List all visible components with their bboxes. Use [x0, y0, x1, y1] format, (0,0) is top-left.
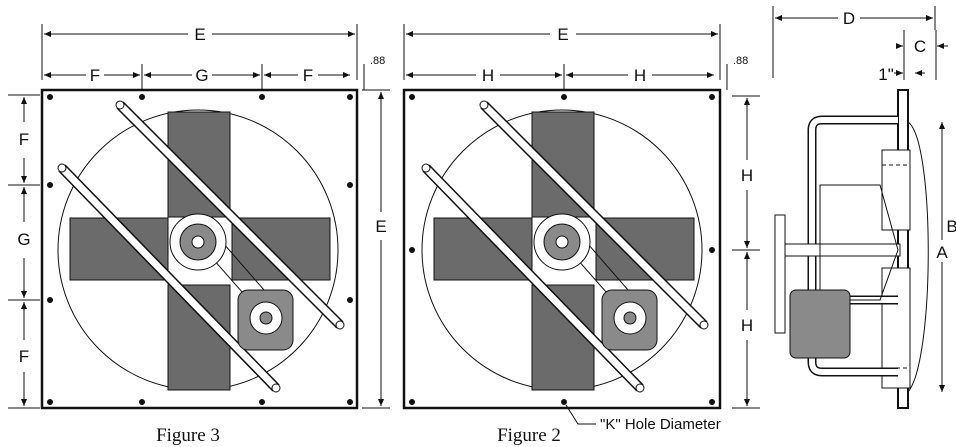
shaft	[784, 243, 901, 257]
one-inch-label: 1"	[878, 65, 894, 84]
k-hole-diameter-label: "K" Hole Diameter	[600, 416, 721, 433]
figure-2: E H H .88 H H	[402, 24, 760, 446]
mounting-holes	[409, 94, 715, 405]
side-view: D C 1"	[772, 6, 956, 409]
figure-3-caption: Figure 3	[156, 425, 220, 446]
side-motor	[789, 289, 851, 359]
dim-fgf-fig3: F G F .88	[44, 55, 385, 90]
dim-one-inch: 1"	[878, 65, 925, 84]
figure-2-caption: Figure 2	[497, 425, 561, 446]
figure-3: E F G F .88 F G	[8, 24, 390, 446]
label-c: C	[914, 37, 926, 56]
dim-fgf-vertical-fig3: F G F	[8, 94, 40, 409]
side-blade	[881, 149, 911, 231]
label-f: F	[303, 66, 313, 85]
mounting-holes	[47, 94, 353, 405]
dim-e-top-fig2: E	[403, 24, 721, 80]
support-bars	[57, 100, 345, 393]
label-e: E	[375, 217, 386, 236]
dim-e-top-fig3: E	[41, 24, 358, 80]
label-h: H	[741, 166, 753, 185]
offset-label: .88	[733, 55, 748, 67]
label-h: H	[482, 66, 494, 85]
support-bars	[421, 100, 709, 393]
dim-hh-vertical-fig2: H H	[732, 95, 760, 409]
label-a: A	[936, 243, 948, 262]
dim-a: A	[936, 122, 948, 392]
k-hole-callout: "K" Hole Diameter	[565, 404, 721, 433]
label-b: B	[946, 217, 956, 236]
dim-hh-fig2: H H .88	[406, 55, 748, 90]
label-d: D	[843, 9, 855, 28]
dim-c: C	[896, 30, 948, 80]
label-f: F	[19, 347, 29, 366]
label-f: F	[90, 66, 100, 85]
label-h: H	[634, 66, 646, 85]
pulley-motor	[169, 213, 294, 351]
dim-b-partial: B	[946, 217, 956, 236]
dim-e-right-fig3: E	[362, 89, 390, 409]
label-f: F	[19, 130, 29, 149]
dim-d: D	[772, 6, 936, 78]
label-g: G	[195, 66, 208, 85]
label-e: E	[194, 25, 205, 44]
offset-label: .88	[370, 55, 385, 67]
label-e: E	[557, 25, 568, 44]
side-pulley	[774, 214, 786, 334]
pulley-motor	[533, 213, 658, 351]
label-h: H	[741, 316, 753, 335]
label-g: G	[17, 230, 30, 249]
